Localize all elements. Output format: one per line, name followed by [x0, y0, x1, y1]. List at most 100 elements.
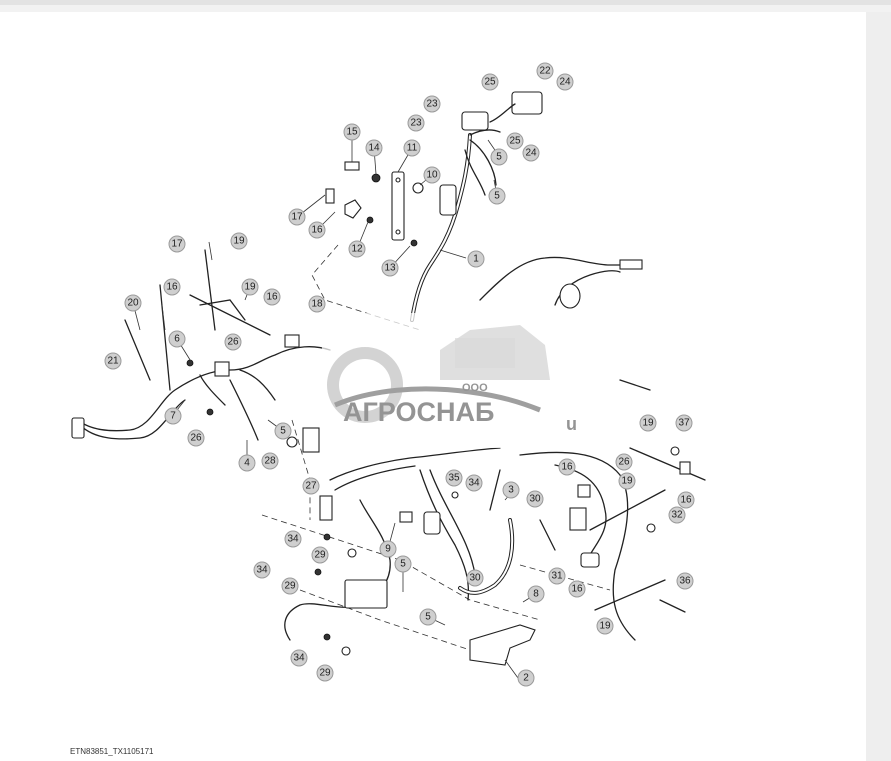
callout-36: 36 — [676, 572, 694, 590]
callout-13: 13 — [381, 259, 399, 277]
svg-text:26: 26 — [190, 433, 202, 444]
callout-2: 2 — [517, 669, 535, 687]
svg-text:7: 7 — [170, 411, 176, 422]
callout-16: 16 — [163, 278, 181, 296]
svg-text:2: 2 — [523, 673, 529, 684]
svg-text:21: 21 — [107, 356, 119, 367]
svg-text:16: 16 — [166, 282, 178, 293]
callout-27: 27 — [302, 477, 320, 495]
callout-4: 4 — [238, 454, 256, 472]
callout-15: 15 — [343, 123, 361, 141]
svg-text:10: 10 — [426, 170, 438, 181]
callout-16: 16 — [558, 458, 576, 476]
callout-23: 23 — [407, 114, 425, 132]
svg-text:16: 16 — [571, 584, 583, 595]
callout-5: 5 — [490, 148, 508, 166]
svg-text:30: 30 — [469, 573, 481, 584]
callout-31: 31 — [548, 567, 566, 585]
svg-text:5: 5 — [494, 191, 500, 202]
svg-text:5: 5 — [280, 426, 286, 437]
svg-text:31: 31 — [551, 571, 563, 582]
svg-text:16: 16 — [680, 495, 692, 506]
svg-text:35: 35 — [448, 473, 460, 484]
callout-24: 24 — [522, 144, 540, 162]
callout-25: 25 — [506, 132, 524, 150]
figure-id: ETN83851_TX1105171 — [70, 747, 154, 756]
svg-text:29: 29 — [319, 668, 331, 679]
callout-5: 5 — [488, 187, 506, 205]
svg-text:25: 25 — [484, 77, 496, 88]
callout-32: 32 — [668, 506, 686, 524]
svg-text:12: 12 — [351, 244, 363, 255]
svg-text:16: 16 — [561, 462, 573, 473]
callout-9: 9 — [379, 540, 397, 558]
callout-5: 5 — [274, 422, 292, 440]
callout-29: 29 — [281, 577, 299, 595]
callout-22: 22 — [536, 62, 554, 80]
svg-text:24: 24 — [559, 77, 571, 88]
svg-text:16: 16 — [311, 225, 323, 236]
svg-text:34: 34 — [256, 565, 268, 576]
callout-26: 26 — [615, 453, 633, 471]
callout-16: 16 — [568, 580, 586, 598]
top-strip — [0, 0, 891, 5]
svg-text:34: 34 — [287, 534, 299, 545]
svg-text:24: 24 — [525, 148, 537, 159]
svg-text:4: 4 — [244, 458, 250, 469]
callout-19: 19 — [596, 617, 614, 635]
callout-5: 5 — [394, 555, 412, 573]
callout-37: 37 — [675, 414, 693, 432]
callout-29: 29 — [311, 546, 329, 564]
callout-14: 14 — [365, 139, 383, 157]
callout-3: 3 — [502, 481, 520, 499]
svg-text:30: 30 — [529, 494, 541, 505]
svg-text:19: 19 — [599, 621, 611, 632]
left-harness — [71, 249, 331, 453]
callout-35: 35 — [445, 469, 463, 487]
svg-text:34: 34 — [468, 478, 480, 489]
callout-34: 34 — [253, 561, 271, 579]
callouts: 1 2 3 4 5 5 5 5 5 6 7 8 9 10 11 12 13 14… — [104, 62, 695, 687]
svg-text:19: 19 — [244, 282, 256, 293]
callout-18: 18 — [308, 295, 326, 313]
svg-text:34: 34 — [293, 653, 305, 664]
svg-text:15: 15 — [346, 127, 358, 138]
lower-harness — [284, 379, 706, 666]
svg-text:19: 19 — [233, 236, 245, 247]
callout-21: 21 — [104, 352, 122, 370]
callout-11: 11 — [403, 139, 421, 157]
callout-12: 12 — [348, 240, 366, 258]
callout-30: 30 — [466, 569, 484, 587]
svg-text:16: 16 — [266, 292, 278, 303]
callout-5: 5 — [419, 608, 437, 626]
svg-text:23: 23 — [426, 99, 438, 110]
svg-text:23: 23 — [410, 118, 422, 129]
svg-text:32: 32 — [671, 510, 683, 521]
svg-text:13: 13 — [384, 263, 396, 274]
svg-text:6: 6 — [174, 334, 180, 345]
callout-29: 29 — [316, 664, 334, 682]
svg-text:9: 9 — [385, 544, 391, 555]
svg-text:20: 20 — [127, 298, 139, 309]
callout-20: 20 — [124, 294, 142, 312]
svg-text:29: 29 — [284, 581, 296, 592]
svg-text:14: 14 — [368, 143, 380, 154]
callout-1: 1 — [467, 250, 485, 268]
callout-19: 19 — [618, 472, 636, 490]
bracket-assembly — [325, 161, 424, 247]
callout-34: 34 — [290, 649, 308, 667]
callout-10: 10 — [423, 166, 441, 184]
watermark-suffix: u — [566, 414, 577, 434]
watermark-prefix: ООО — [462, 382, 488, 394]
callout-19: 19 — [230, 232, 248, 250]
svg-text:17: 17 — [171, 239, 183, 250]
svg-text:22: 22 — [539, 66, 551, 77]
watermark: ООО АГРОСНАБ u — [322, 313, 582, 448]
svg-text:8: 8 — [533, 589, 539, 600]
callout-23: 23 — [423, 95, 441, 113]
callout-25: 25 — [481, 73, 499, 91]
svg-text:11: 11 — [407, 143, 418, 154]
svg-text:17: 17 — [291, 212, 303, 223]
svg-text:36: 36 — [679, 576, 691, 587]
svg-text:3: 3 — [508, 485, 514, 496]
